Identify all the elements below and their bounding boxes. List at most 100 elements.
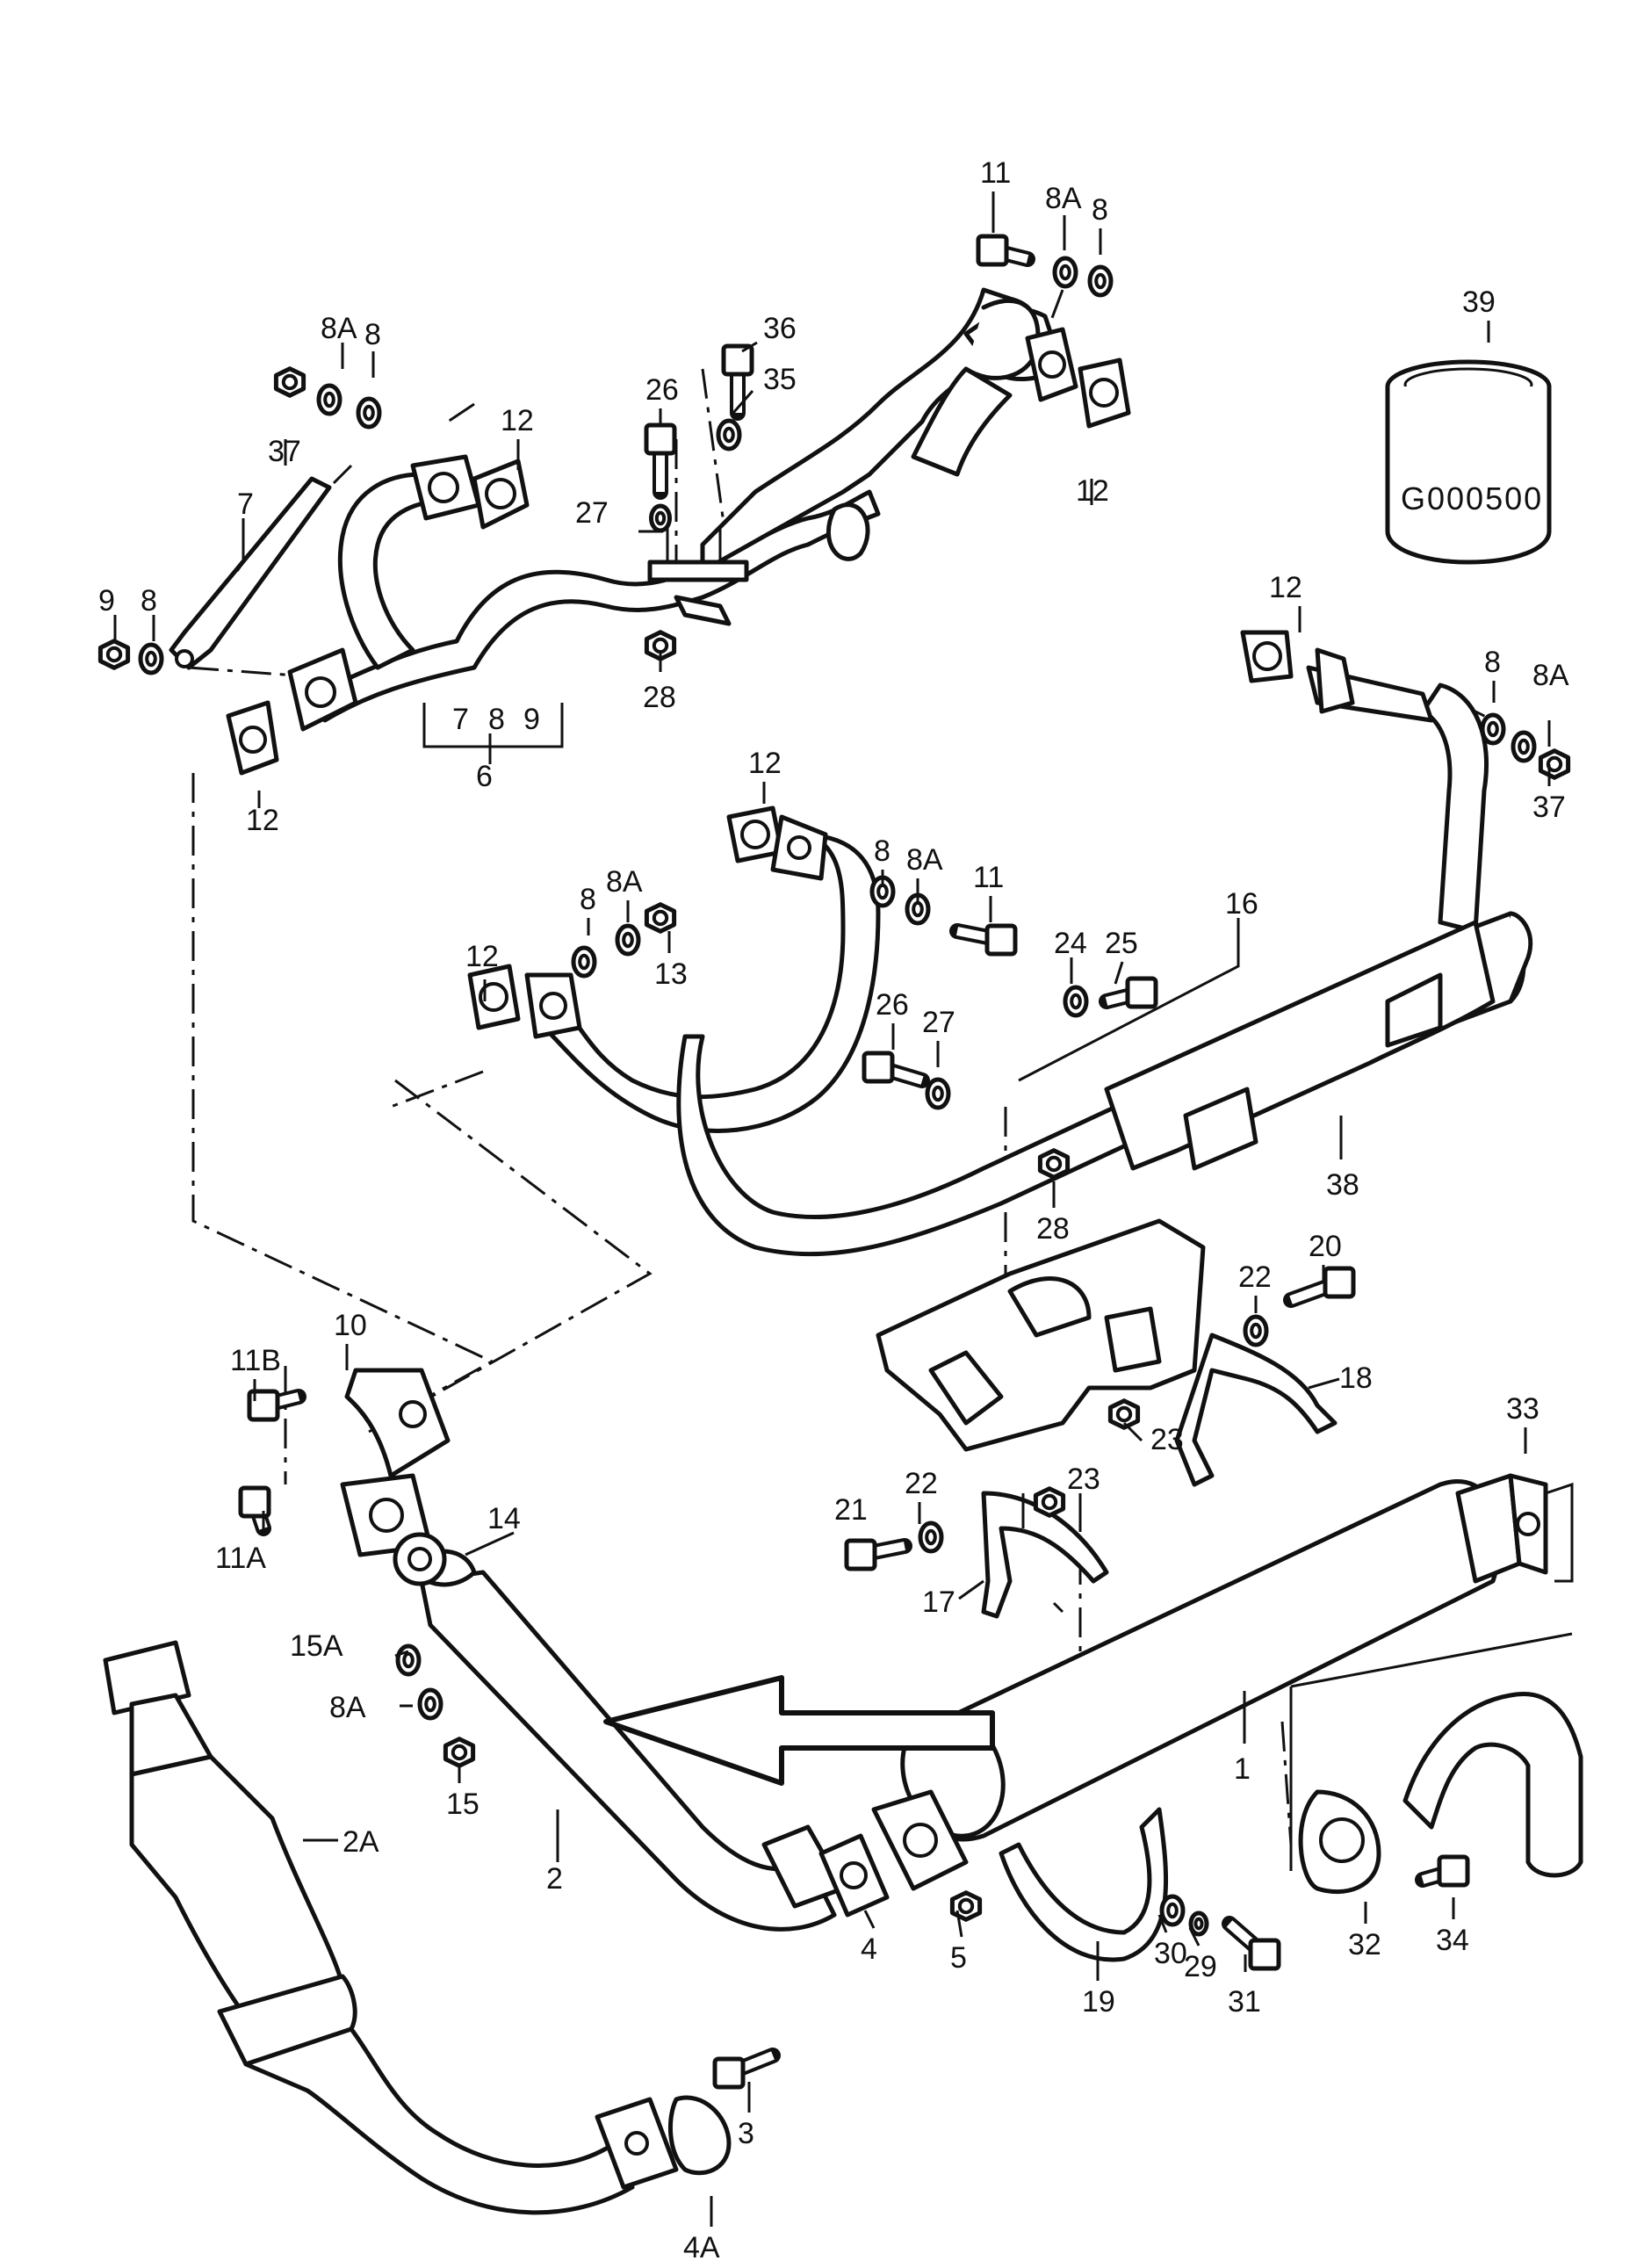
callout-8-top: 8 bbox=[1092, 193, 1108, 227]
nut-23-right-hole bbox=[1115, 1405, 1133, 1423]
callout-4A: 4A bbox=[683, 2231, 720, 2264]
callout-35: 35 bbox=[763, 363, 797, 396]
washer-22-middle-hole bbox=[925, 1528, 937, 1546]
callout-8-mid-left: 8 bbox=[580, 883, 596, 916]
callout-33: 33 bbox=[1506, 1392, 1539, 1426]
callout-30: 30 bbox=[1154, 1937, 1187, 1970]
callout-26-top: 26 bbox=[645, 373, 679, 407]
callout-23-middle: 23 bbox=[1067, 1463, 1100, 1496]
callout-1: 1 bbox=[1234, 1752, 1251, 1786]
callout-group-9: 9 bbox=[523, 703, 540, 736]
callout-11B: 11B bbox=[230, 1344, 281, 1377]
bolt-11A bbox=[238, 1485, 271, 1519]
callout-28-middle: 28 bbox=[1036, 1212, 1070, 1246]
callout-8-far-left: 8 bbox=[141, 584, 157, 618]
callout-8-left: 8 bbox=[364, 318, 381, 351]
bolt-26-middle bbox=[862, 1051, 895, 1084]
clamps-17-18 bbox=[981, 1333, 1338, 1619]
callout-9-left: 9 bbox=[98, 584, 115, 618]
callout-19: 19 bbox=[1082, 1985, 1115, 2019]
callout-4: 4 bbox=[861, 1932, 877, 1966]
washer-8A-top-hole bbox=[1059, 264, 1071, 281]
image-code: G000500 bbox=[1401, 480, 1543, 516]
gaskets bbox=[226, 358, 1294, 1030]
callout-8A-lower: 8A bbox=[329, 1691, 366, 1724]
washer-8A-mid-left-hole bbox=[622, 931, 634, 949]
callout-18: 18 bbox=[1339, 1362, 1373, 1395]
tailpipe-outlet bbox=[1298, 1692, 1583, 1895]
callout-8-right: 8 bbox=[1484, 646, 1501, 679]
callout-15A: 15A bbox=[290, 1629, 343, 1663]
callout-17: 17 bbox=[922, 1585, 955, 1619]
direction-arrow bbox=[603, 1675, 995, 1786]
callout-8A-top: 8A bbox=[1045, 182, 1082, 215]
bolt-11B bbox=[247, 1389, 280, 1422]
washer-8A-left-hole bbox=[323, 391, 335, 408]
bolt-26-top bbox=[644, 423, 677, 456]
callout-24: 24 bbox=[1054, 927, 1087, 960]
washer-8-top-hole bbox=[1094, 272, 1107, 290]
leader-lines bbox=[113, 191, 1551, 2227]
callout-21: 21 bbox=[834, 1493, 868, 1527]
washer-8-right-hole bbox=[1487, 720, 1499, 738]
washer-8-far-left-hole bbox=[145, 650, 157, 668]
fasteners bbox=[97, 234, 1571, 2090]
callout-12-right: 12 bbox=[1269, 571, 1302, 604]
pipe-bracket-7 bbox=[169, 476, 332, 670]
bolt-25 bbox=[1125, 976, 1158, 1009]
nut-5-hole bbox=[957, 1897, 975, 1915]
washer-24-hole bbox=[1070, 993, 1082, 1010]
callout-28-top: 28 bbox=[643, 681, 676, 714]
callout-8A-mid-left: 8A bbox=[606, 865, 643, 899]
intermediate-pipe bbox=[524, 814, 881, 1133]
callout-2A: 2A bbox=[342, 1825, 379, 1859]
nut-28-middle-hole bbox=[1045, 1155, 1063, 1173]
callout-13: 13 bbox=[654, 957, 688, 991]
bolt-20 bbox=[1323, 1266, 1356, 1299]
washer-22-right-hole bbox=[1250, 1322, 1262, 1340]
washer-29-hole bbox=[1193, 1917, 1204, 1931]
callout-14: 14 bbox=[487, 1502, 521, 1535]
washer-27-top-hole bbox=[654, 510, 667, 526]
callout-16: 16 bbox=[1225, 887, 1258, 921]
callout-26-middle: 26 bbox=[876, 988, 909, 1022]
callout-27-top: 27 bbox=[575, 496, 609, 530]
callout-37-left: 37 bbox=[268, 435, 301, 468]
bolt-11-top bbox=[976, 234, 1009, 267]
callout-38: 38 bbox=[1326, 1168, 1359, 1202]
air-filter-39: G000500 bbox=[1385, 359, 1552, 565]
bolt-31 bbox=[1248, 1938, 1281, 1971]
bolt-3 bbox=[712, 2056, 746, 2090]
nut-23-middle-hole bbox=[1041, 1493, 1058, 1511]
callout-12-middle: 12 bbox=[748, 747, 782, 780]
callout-37-right: 37 bbox=[1532, 791, 1566, 824]
hanger-bracket-assembly bbox=[876, 1218, 1206, 1452]
callout-8-middle: 8 bbox=[874, 834, 890, 868]
nut-9-left-hole bbox=[105, 646, 123, 663]
callout-8A-right: 8A bbox=[1532, 659, 1569, 692]
nut-13-hole bbox=[652, 909, 669, 927]
washer-8A-lower-hole bbox=[424, 1695, 436, 1713]
callout-5: 5 bbox=[950, 1941, 967, 1975]
bolt-36 bbox=[721, 343, 754, 377]
callout-12-upper: 12 bbox=[501, 404, 534, 437]
callout-2: 2 bbox=[546, 1862, 563, 1896]
washer-8A-right-hole bbox=[1518, 738, 1530, 755]
callout-6: 6 bbox=[476, 760, 493, 793]
callout-labels: 11 8A 8 39 36 35 26 8A 8 37 12 12 7 27 9… bbox=[98, 156, 1569, 2264]
callout-12-mid-left: 12 bbox=[465, 940, 499, 973]
callout-10: 10 bbox=[334, 1309, 367, 1342]
callout-22-middle: 22 bbox=[905, 1467, 938, 1500]
callout-22-right: 22 bbox=[1238, 1260, 1272, 1294]
callout-34: 34 bbox=[1436, 1924, 1469, 1957]
washer-35-hole bbox=[723, 426, 735, 444]
callout-20: 20 bbox=[1309, 1230, 1342, 1263]
callout-36: 36 bbox=[763, 312, 797, 345]
washer-27-middle-hole bbox=[932, 1085, 944, 1102]
callout-8A-middle: 8A bbox=[906, 843, 943, 877]
heat-shield-38 bbox=[1104, 920, 1496, 1171]
callout-group-7: 7 bbox=[452, 703, 469, 736]
callout-15: 15 bbox=[446, 1788, 480, 1821]
bolt-11-middle bbox=[984, 923, 1018, 957]
callout-25: 25 bbox=[1105, 927, 1138, 960]
